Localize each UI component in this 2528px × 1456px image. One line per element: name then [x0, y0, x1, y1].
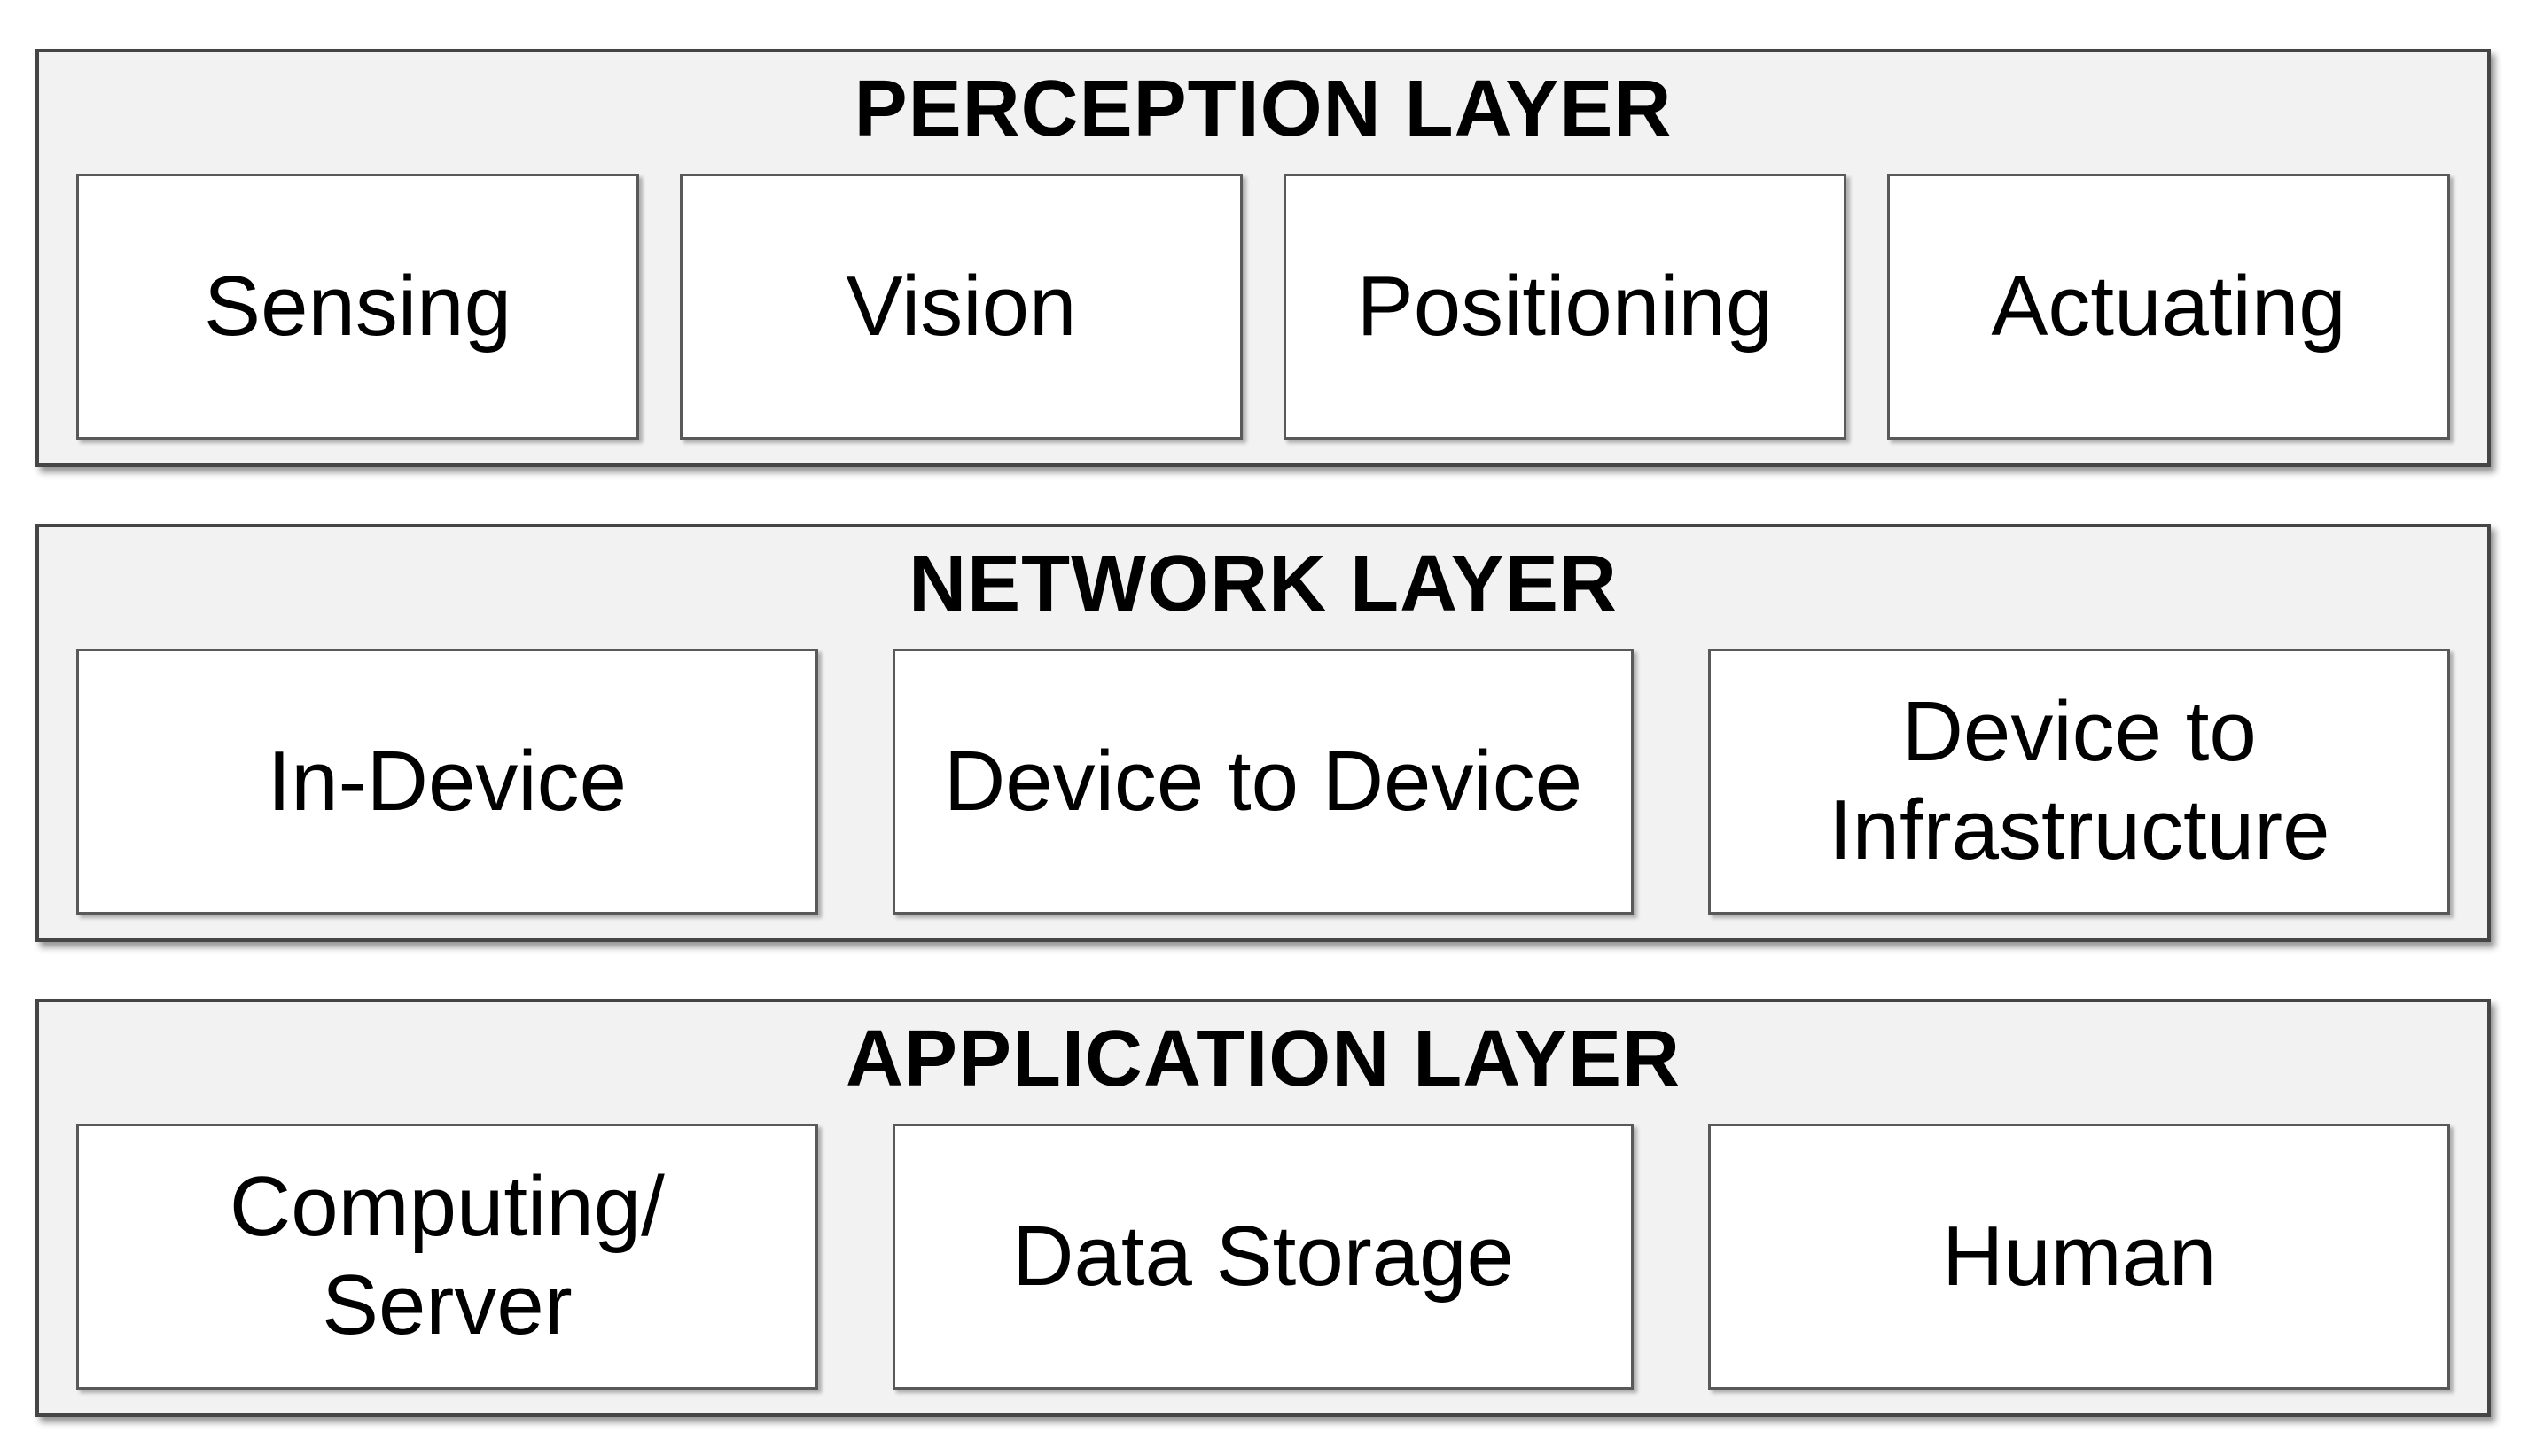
box-vision: Vision	[680, 173, 1243, 440]
perception-layer-boxes: Sensing Vision Positioning Actuating	[76, 173, 2450, 440]
application-layer: APPLICATION LAYER Computing/ Server Data…	[35, 999, 2491, 1417]
application-layer-boxes: Computing/ Server Data Storage Human	[76, 1123, 2451, 1390]
application-layer-title: APPLICATION LAYER	[845, 1015, 1681, 1103]
box-device-to-device: Device to Device	[892, 648, 1635, 915]
network-layer-boxes: In-Device Device to Device Device to Inf…	[76, 648, 2451, 915]
box-computing-server-label: Computing/ Server	[229, 1159, 665, 1352]
box-data-storage: Data Storage	[892, 1123, 1635, 1390]
perception-layer-title: PERCEPTION LAYER	[854, 65, 1673, 153]
box-data-storage-label: Data Storage	[1012, 1208, 1514, 1304]
box-sensing-label: Sensing	[204, 258, 511, 354]
box-human-label: Human	[1941, 1208, 2217, 1304]
box-vision-label: Vision	[846, 258, 1077, 354]
perception-layer: PERCEPTION LAYER Sensing Vision Position…	[35, 49, 2491, 467]
box-device-to-device-label: Device to Device	[943, 733, 1583, 829]
box-sensing: Sensing	[76, 173, 639, 440]
box-in-device-label: In-Device	[267, 733, 628, 829]
box-in-device: In-Device	[76, 648, 818, 915]
box-actuating-label: Actuating	[1991, 258, 2346, 354]
box-device-to-infrastructure: Device to Infrastructure	[1708, 648, 2451, 915]
box-computing-server: Computing/ Server	[76, 1123, 818, 1390]
box-positioning: Positioning	[1284, 173, 1846, 440]
box-device-to-infrastructure-label: Device to Infrastructure	[1828, 684, 2330, 877]
box-actuating: Actuating	[1887, 173, 2450, 440]
network-layer-title: NETWORK LAYER	[909, 540, 1618, 628]
box-positioning-label: Positioning	[1356, 258, 1774, 354]
box-human: Human	[1708, 1123, 2451, 1390]
network-layer: NETWORK LAYER In-Device Device to Device…	[35, 524, 2491, 942]
